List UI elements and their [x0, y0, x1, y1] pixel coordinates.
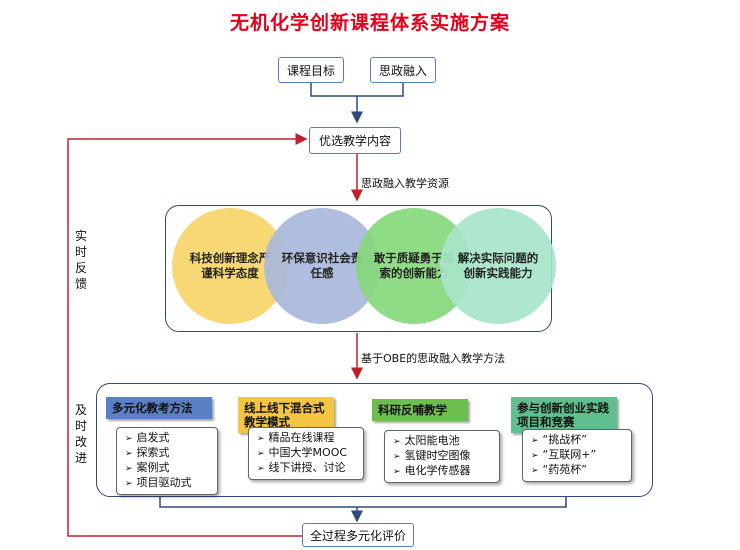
- list-item: ➢精品在线课程: [257, 431, 335, 444]
- list-item: ➢探索式: [125, 446, 170, 459]
- feedback-label: 实时反馈: [74, 229, 87, 291]
- method-list-exam: ➢启发式 ➢探索式 ➢案例式 ➢项目驱动式: [116, 427, 218, 495]
- ideology-box: 思政融入: [370, 57, 436, 83]
- list-item: ➢启发式: [125, 431, 170, 444]
- value-circle-text: 解决实际问题的创新实践能力: [457, 251, 539, 280]
- list-item: ➢“挑战杯”: [531, 433, 587, 446]
- feedback-loop: [67, 133, 308, 537]
- list-item: ➢项目驱动式: [125, 476, 192, 489]
- list-item: ➢氢键时空图像: [393, 449, 471, 462]
- method-list-blended: ➢精品在线课程 ➢中国大学MOOC ➢线下讲授、讨论: [248, 427, 364, 480]
- value-circle-text: 科技创新理念严谨科学态度: [189, 251, 271, 280]
- method-head-research: 科研反哺教学: [372, 399, 468, 421]
- evaluation-box: 全过程多元化评价: [302, 523, 414, 547]
- list-item: ➢“药苑杯”: [531, 463, 587, 476]
- top-merge-connector: [310, 82, 404, 124]
- page-title: 无机化学创新课程体系实施方案: [229, 12, 510, 34]
- methods-bracket: [159, 497, 567, 523]
- course-goal-box: 课程目标: [278, 57, 344, 83]
- method-list-research: ➢太阳能电池 ➢氢键时空图像 ➢电化学传感器: [384, 430, 500, 483]
- list-item: ➢“互联网+”: [531, 448, 597, 461]
- arrow-label-resources: 思政融入教学资源: [361, 177, 449, 190]
- improve-label: 及时改进: [74, 403, 87, 465]
- list-item: ➢中国大学MOOC: [257, 446, 348, 459]
- value-circle-text: 环保意识社会责任感: [281, 251, 363, 280]
- method-list-competition: ➢“挑战杯” ➢“互联网+” ➢“药苑杯”: [522, 429, 632, 482]
- list-item: ➢案例式: [125, 461, 170, 474]
- list-item: ➢线下讲授、讨论: [257, 461, 346, 474]
- method-head-exam: 多元化教考方法: [106, 397, 212, 419]
- method-head-competition: 参与创新创业实践项目和竞赛: [511, 397, 617, 433]
- content-box: 优选教学内容: [309, 127, 401, 154]
- list-item: ➢太阳能电池: [393, 434, 460, 447]
- value-circle-text: 敢于质疑勇于探索的创新能力: [373, 251, 455, 280]
- arrow-label-methods: 基于OBE的思政融入教学方法: [361, 352, 506, 365]
- list-item: ➢电化学传感器: [393, 464, 471, 477]
- value-circle-practice: 解决实际问题的创新实践能力: [440, 208, 556, 324]
